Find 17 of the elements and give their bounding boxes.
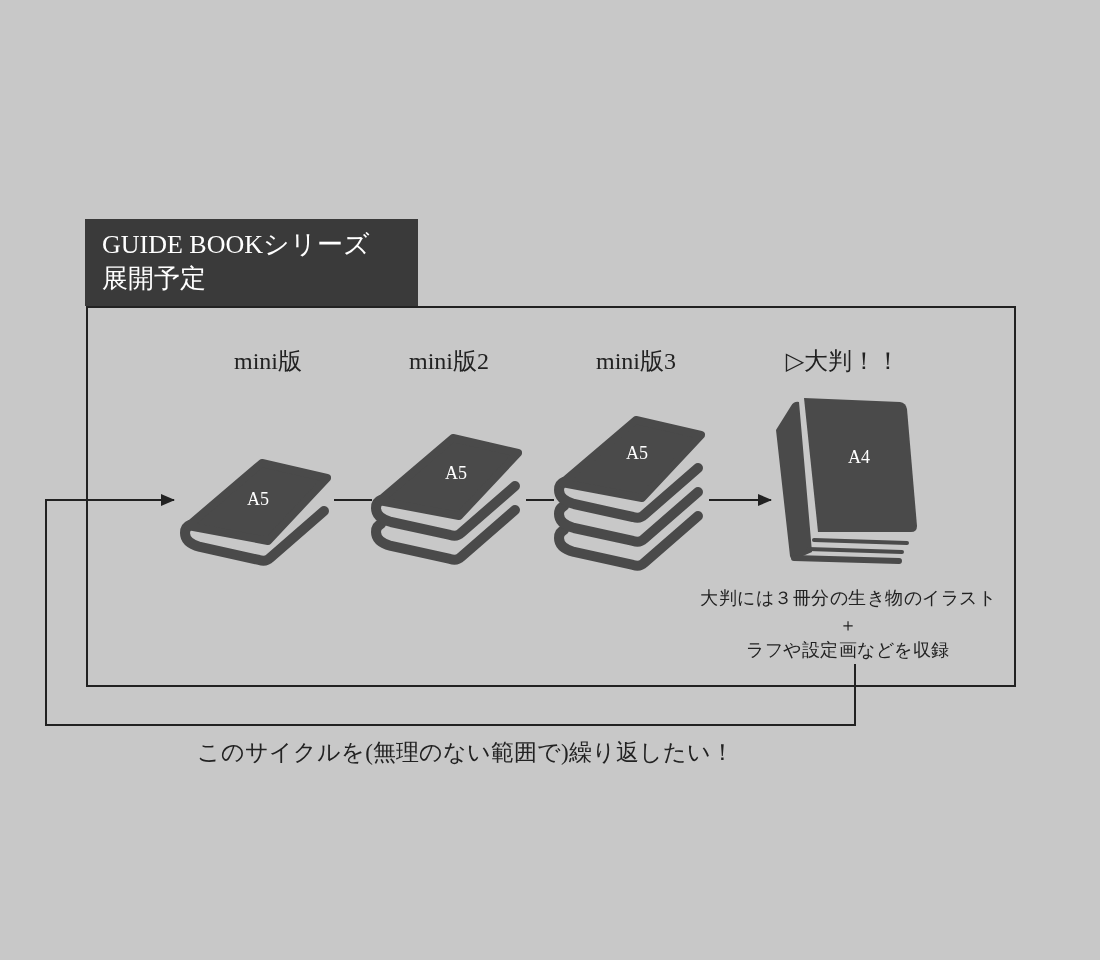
size-label: A5 xyxy=(445,463,467,483)
edition-title: ▷大判！！ xyxy=(785,347,901,376)
arrow xyxy=(708,494,772,506)
size-label: A5 xyxy=(626,443,648,463)
arrow xyxy=(45,494,856,726)
connector-line xyxy=(525,499,555,501)
edition-title: mini版3 xyxy=(596,347,676,376)
connector-line xyxy=(333,499,373,501)
edition-title: mini版 xyxy=(234,347,302,376)
size-label: A5 xyxy=(247,489,269,509)
edge-label: このサイクルを(無理のない範囲で)繰り返したい！ xyxy=(197,739,734,767)
note-text: ラフや設定画などを収録 xyxy=(746,639,950,661)
series-title: GUIDE BOOKシリーズ展開予定 xyxy=(102,229,372,295)
edition-title: mini版2 xyxy=(409,347,489,376)
note-text: ＋ xyxy=(838,614,858,636)
note-text: 大判には３冊分の生き物のイラスト xyxy=(700,587,996,609)
size-label: A4 xyxy=(848,447,870,467)
